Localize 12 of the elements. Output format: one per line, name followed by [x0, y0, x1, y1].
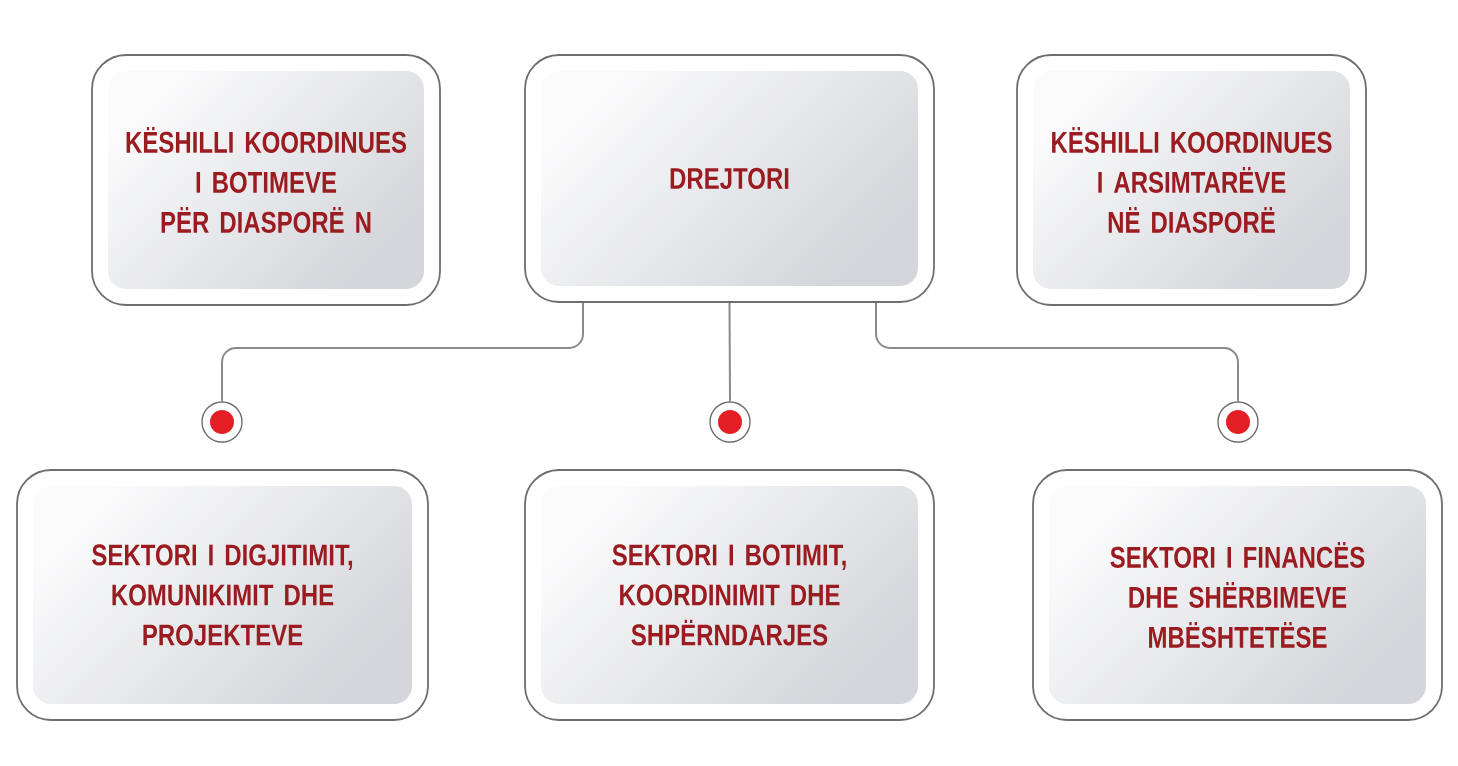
dot-marker: [1217, 401, 1259, 443]
connector-line: [728, 301, 731, 403]
org-box: SEKTORI I FINANCËS DHE SHËRBIMEVE MBËSHTETËSE: [1032, 469, 1443, 721]
connector-line: [875, 301, 1239, 403]
org-box: SEKTORI I BOTIMIT, KOORDINIMIT DHE SHPËRNDARJES: [524, 469, 935, 721]
connector-line: [221, 301, 584, 403]
org-box: KËSHILLI KOORDINUES I ARSIMTARËVE NË DIASPORË: [1016, 54, 1367, 306]
org-box: SEKTORI I DIGJITIMIT, KOMUNIKIMIT DHE PROJEKTEVE: [16, 469, 429, 721]
dot-marker: [709, 401, 751, 443]
org-box: DREJTORI: [524, 54, 935, 303]
org-box: KËSHILLI KOORDINUES I BOTIMEVE PËR DIASPORË N: [91, 54, 441, 306]
dot-marker: [201, 401, 243, 443]
